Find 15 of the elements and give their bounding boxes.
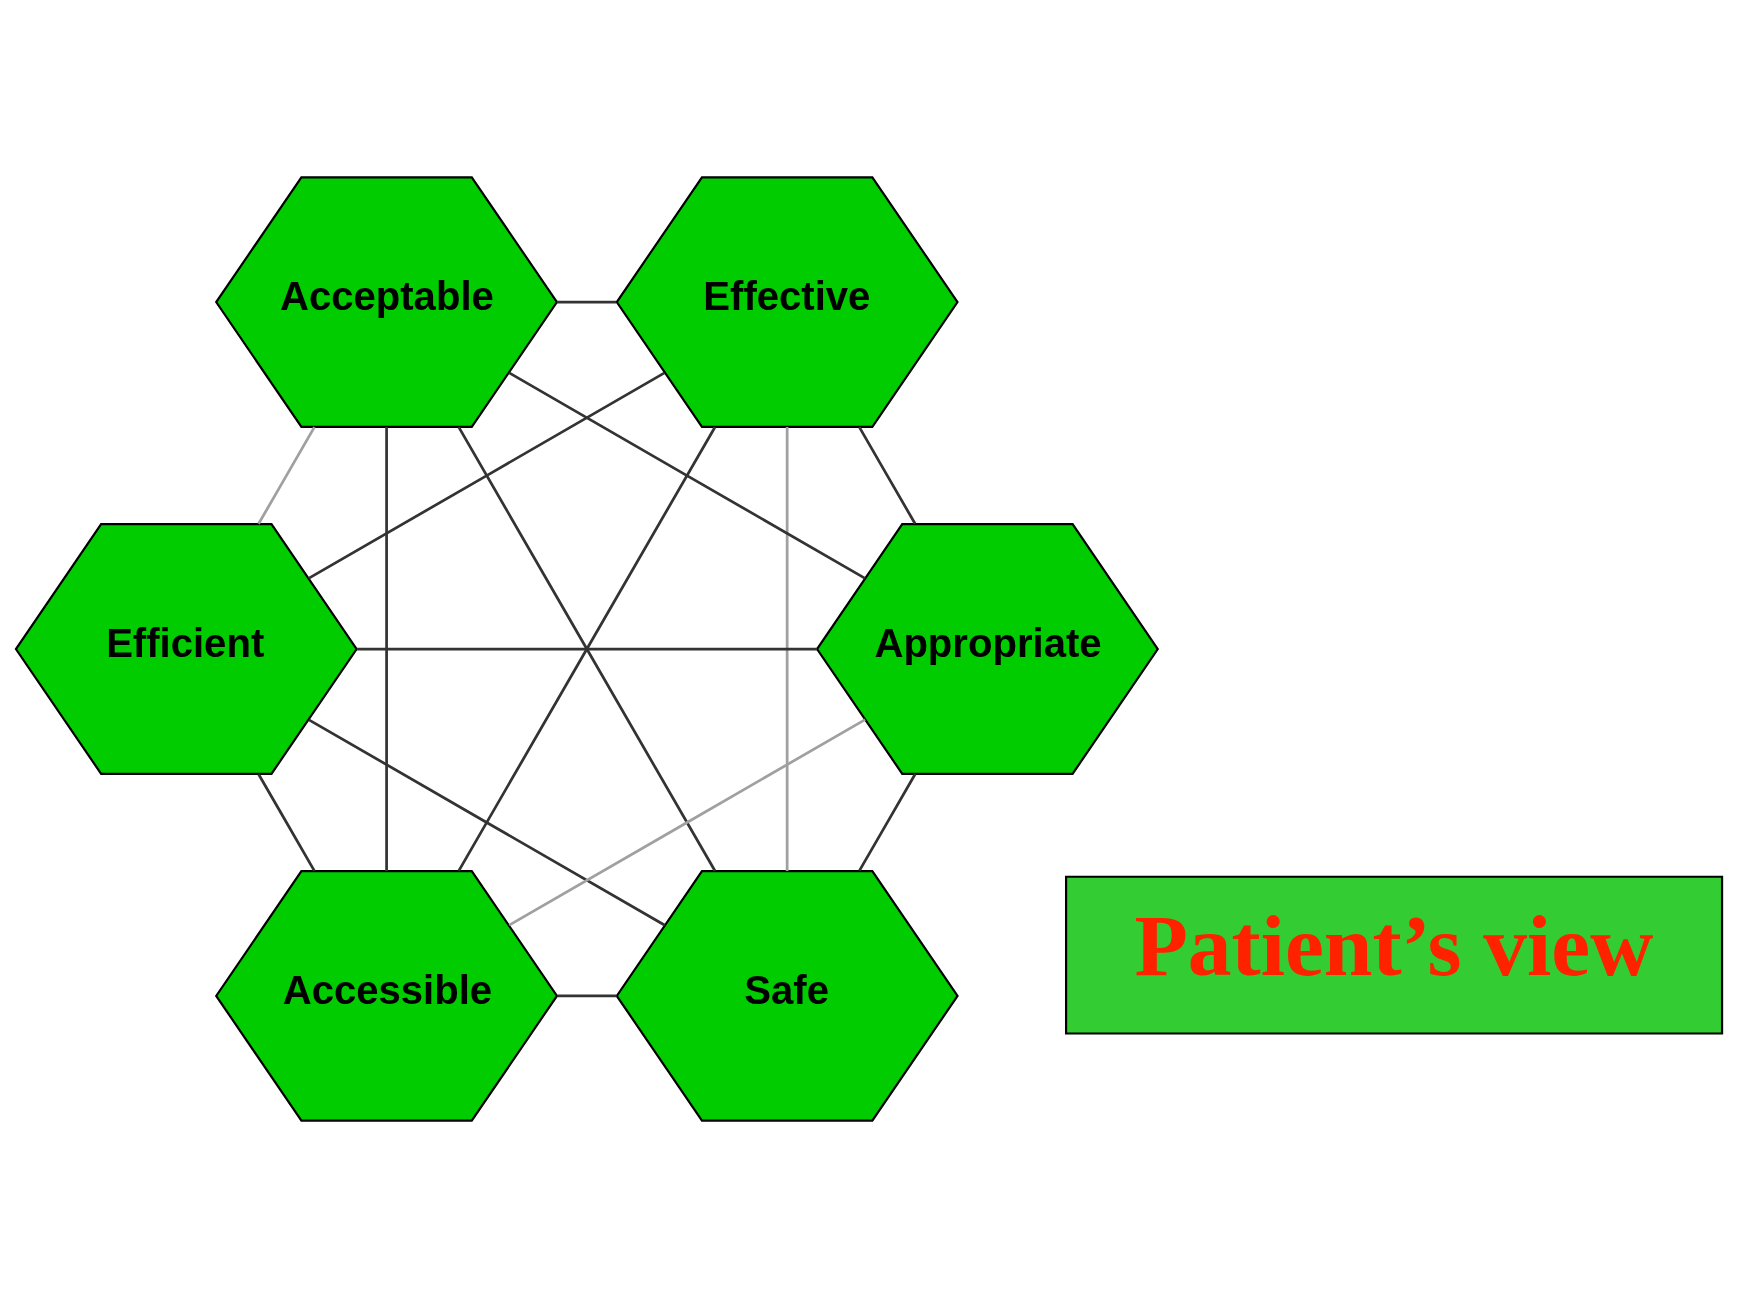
connector	[557, 994, 617, 997]
connector	[858, 425, 917, 524]
connector	[557, 300, 617, 303]
connector	[785, 426, 789, 871]
connector	[307, 371, 666, 580]
connector	[858, 772, 917, 871]
connector	[357, 647, 818, 650]
connector	[257, 425, 316, 524]
connector	[457, 425, 717, 872]
connector	[508, 717, 866, 926]
connector	[385, 426, 388, 871]
node-box: Patient’s view	[1065, 875, 1724, 1035]
connector	[508, 371, 866, 580]
connector	[257, 773, 316, 872]
connector	[308, 718, 666, 926]
